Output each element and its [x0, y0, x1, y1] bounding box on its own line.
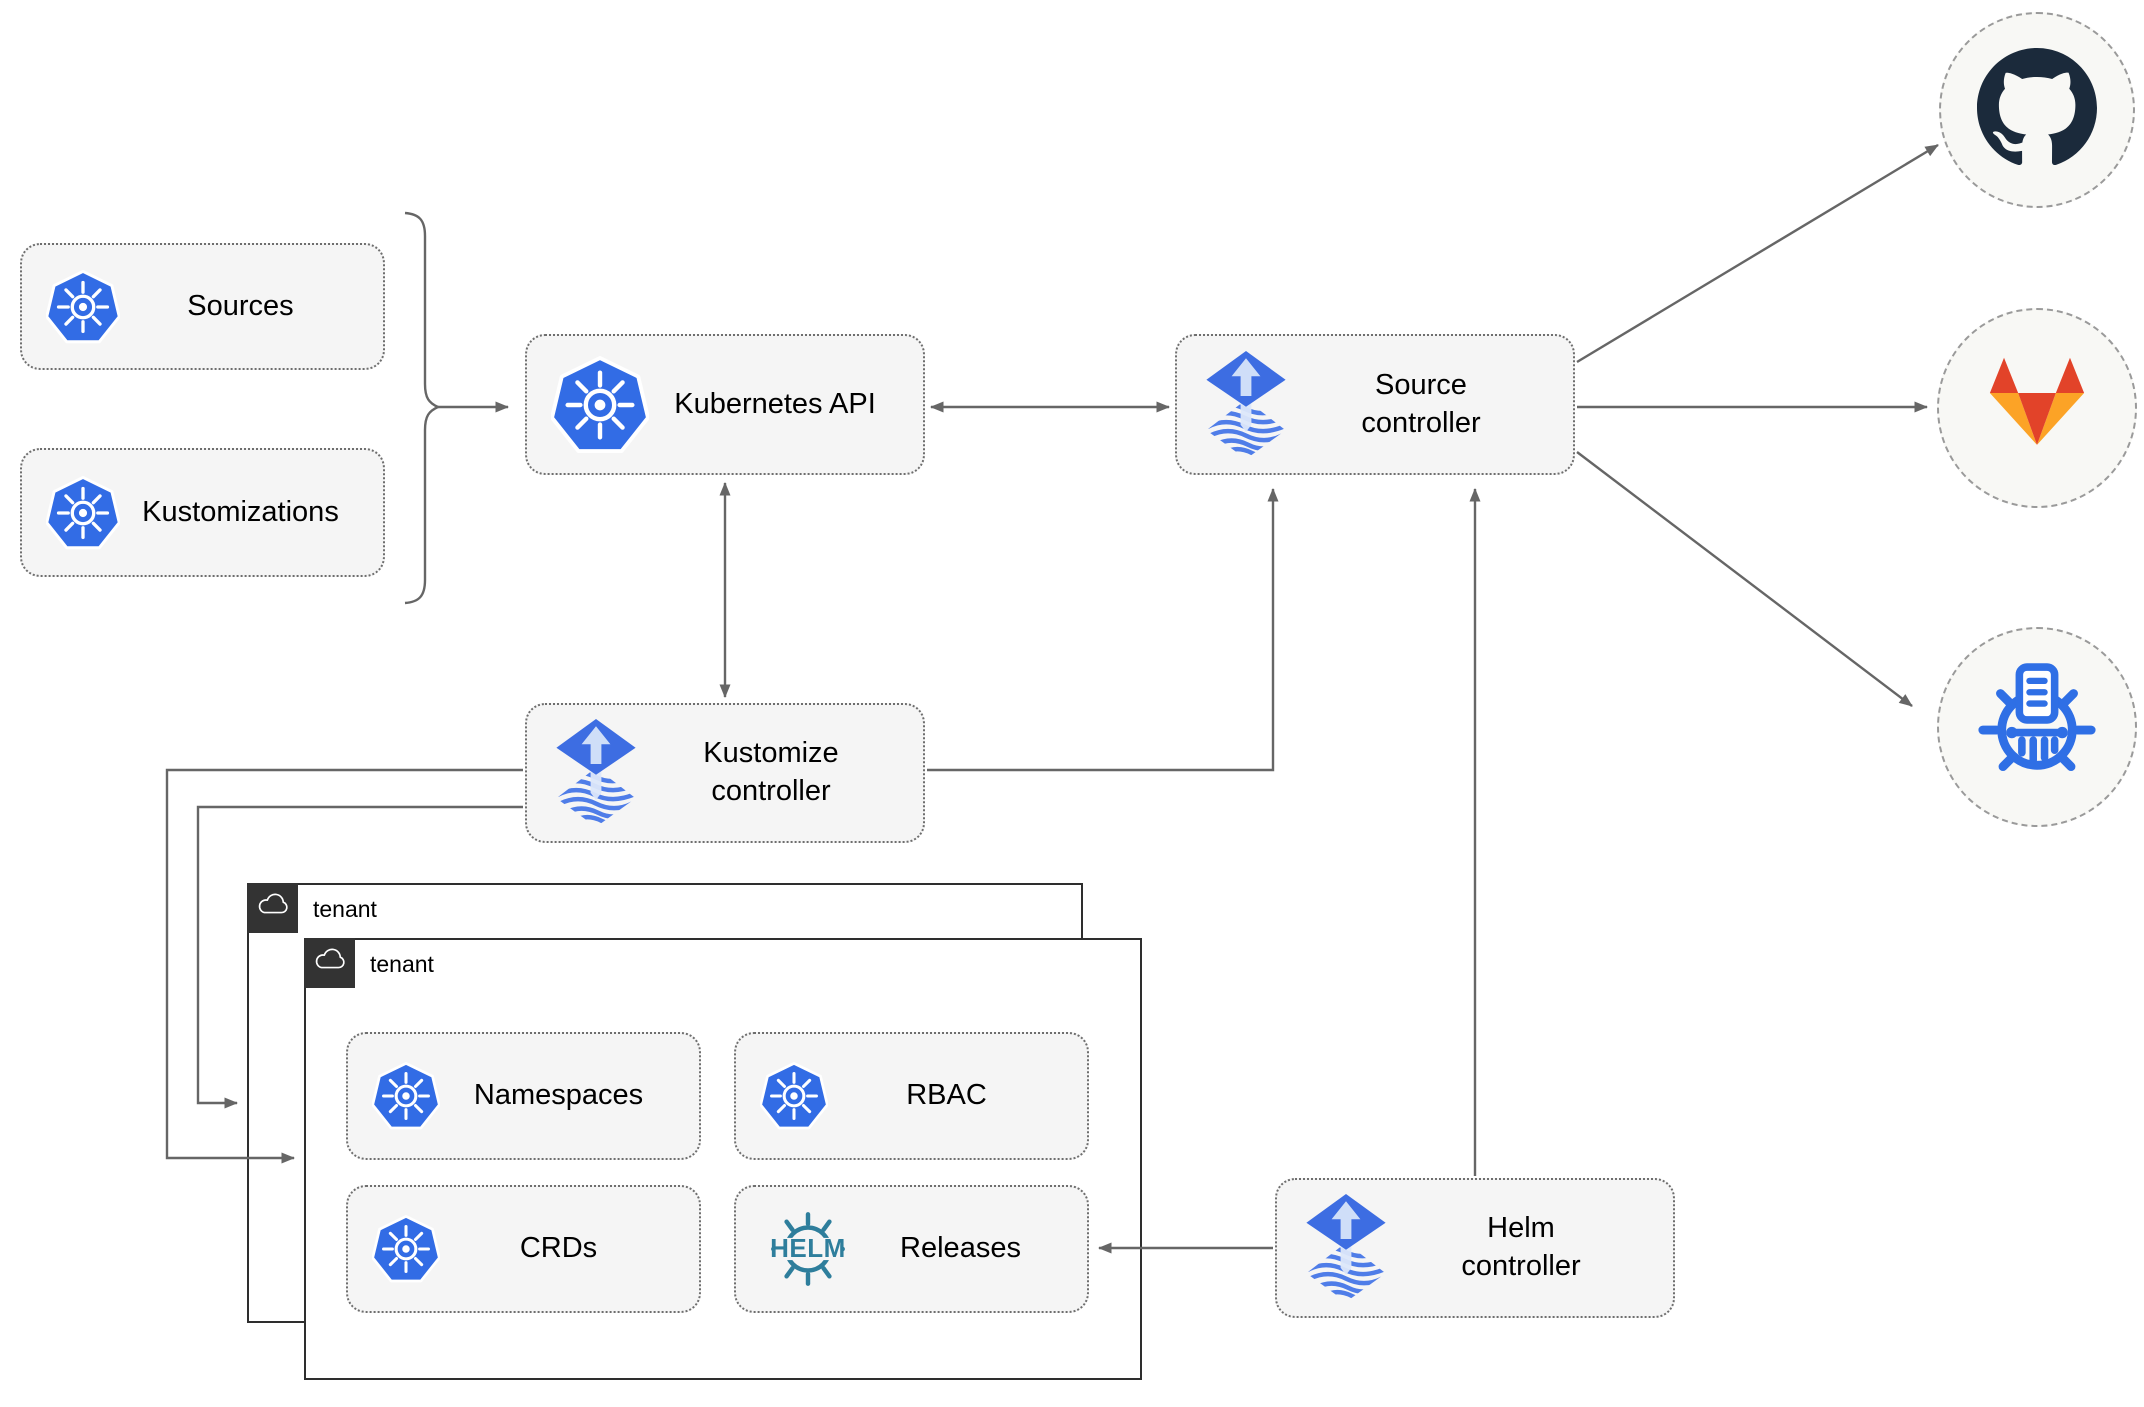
edge-brace: [404, 211, 441, 605]
flux-icon: [1201, 349, 1291, 461]
node-kustomizations: Kustomizations: [20, 448, 385, 577]
node-label: Helm controller: [1461, 1212, 1581, 1282]
tenant-header: [304, 938, 355, 988]
helm-icon: HELM: [760, 1209, 856, 1289]
edge-sourcectrl-github: [1576, 143, 1939, 364]
kubernetes-icon: [760, 1062, 828, 1130]
node-source-controller: Source controller: [1175, 334, 1575, 475]
node-label: Kustomizations: [142, 495, 339, 528]
node-helm-controller: Helm controller: [1275, 1178, 1675, 1318]
node-label: CRDs: [519, 1232, 598, 1265]
node-label: Kustomize controller: [703, 737, 839, 807]
kubernetes-icon: [372, 1062, 440, 1130]
node-label: Sources: [187, 289, 294, 322]
kubernetes-icon: [46, 270, 120, 344]
node-label: Source controller: [1361, 368, 1481, 439]
edge-kustomizectrl-sourcectrl: [927, 488, 1279, 772]
tenant-label: tenant: [313, 896, 377, 922]
node-crds: CRDs: [346, 1185, 701, 1313]
node-label: Releases: [900, 1232, 1021, 1265]
harbor-registry-icon: [1974, 662, 2100, 793]
node-kustomize-controller: Kustomize controller: [525, 703, 925, 843]
node-rbac: RBAC: [734, 1032, 1089, 1160]
node-kubernetes-api: Kubernetes API: [525, 334, 925, 475]
gitlab-endpoint: [1937, 308, 2137, 508]
harbor-registry-endpoint: [1937, 627, 2137, 827]
github-icon: [1977, 48, 2097, 173]
node-label: Kubernetes API: [674, 387, 876, 420]
gitlab-icon: [1978, 353, 2096, 464]
node-sources: Sources: [20, 243, 385, 370]
kubernetes-icon: [551, 356, 649, 454]
node-label: RBAC: [906, 1079, 987, 1112]
cloud-icon: [256, 893, 290, 923]
kubernetes-icon: [372, 1215, 440, 1283]
flux-icon: [1301, 1192, 1391, 1304]
github-endpoint: [1939, 12, 2135, 208]
flux-icon: [551, 717, 641, 829]
node-namespaces: Namespaces: [346, 1032, 701, 1160]
node-releases: HELM Releases: [734, 1185, 1089, 1313]
edge-sourcectrl-harbor: [1576, 451, 1913, 707]
cloud-icon: [313, 948, 347, 978]
tenant-label: tenant: [370, 951, 434, 977]
tenant-header: [247, 883, 298, 933]
node-label: Namespaces: [473, 1079, 644, 1112]
kubernetes-icon: [46, 476, 120, 550]
helm-logo-text: HELM: [770, 1232, 846, 1263]
